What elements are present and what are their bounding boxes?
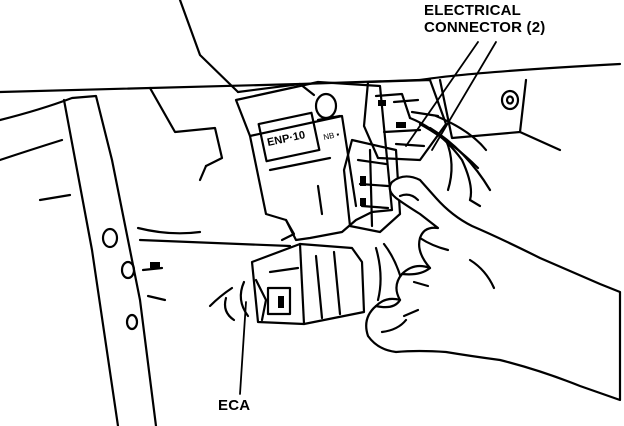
leader-lines (239, 41, 497, 395)
eca-connector-plug (208, 242, 366, 326)
electrical-connector-label: ELECTRICAL CONNECTOR (2) (424, 2, 546, 36)
electrical-connector-label-line1: ELECTRICAL (424, 2, 521, 19)
hand (365, 175, 622, 402)
right-mount (438, 78, 562, 152)
electrical-connector-middle (342, 138, 402, 234)
eca-module (234, 80, 394, 242)
left-bracket (0, 94, 292, 426)
module-small-text: NB ▪ (323, 130, 341, 142)
shading-details (150, 100, 406, 308)
eca-label: ECA (218, 397, 251, 414)
electrical-connector-label-line2: CONNECTOR (2) (424, 19, 546, 36)
electrical-connector-upper (362, 78, 448, 162)
